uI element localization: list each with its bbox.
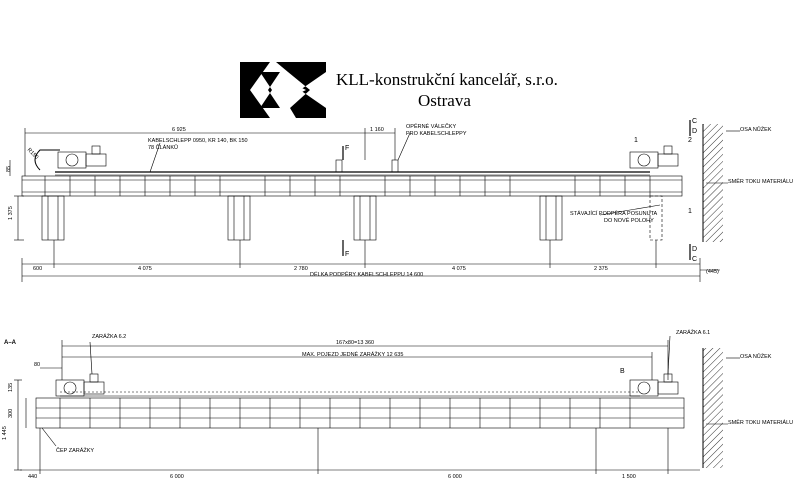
marker-B: B — [620, 368, 625, 375]
drive-unit-right-top — [629, 145, 679, 169]
label-opere-1: OPĚRNÉ VÁLEČKY — [406, 122, 456, 130]
dim-height: 1 375 — [8, 206, 14, 220]
label-kabel-1: KABELSCHLEPP 0950, KR 140, BK 150 — [148, 138, 248, 144]
section-D-top: D — [692, 128, 697, 135]
label-total-length: DÉLKA PODPĚRY KABELSCHLEPPU 14 600 — [310, 270, 423, 278]
label-osa-top: OSA NŮŽEK — [740, 125, 772, 133]
beam-stiffeners-top — [44, 176, 651, 196]
section-F-top: F — [345, 145, 349, 152]
dim-angle: R150 — [26, 147, 40, 161]
label-cep: ČEP ZARÁŽKY — [56, 446, 94, 454]
top-view-labels: 6 925 1 160 85 1 375 R150 KABELSCHLEPP 0… — [6, 118, 793, 278]
bottom-plan-view — [14, 335, 740, 474]
columns-top — [41, 195, 663, 241]
company-name: KLL-konstrukční kancelář, s.r.o. — [336, 70, 558, 89]
dim-max-travel: MAX. POJEZD JEDNÉ ZARÁŽKY 12 635 — [302, 350, 403, 358]
dim-main-span: 6 925 — [172, 127, 186, 133]
dim-135: 135 — [8, 383, 14, 392]
section-C-bottom: C — [692, 256, 697, 263]
wall-hatch-bottom — [703, 348, 723, 468]
stop-unit-right — [629, 373, 679, 397]
label-smer-bottom: SMĚR TOKU MATERIÁLU — [728, 418, 793, 426]
support-roller-2 — [391, 159, 399, 173]
section-F-bottom: F — [345, 251, 349, 258]
rail-teeth — [60, 391, 640, 397]
label-kabel-2: 78 ČLÁNKŮ — [148, 144, 178, 151]
marker-1-right: 1 — [688, 208, 692, 215]
label-opere-2: PRO KABELSCHLEPPY — [406, 131, 467, 137]
dim-bottom-2780: 2 780 — [294, 266, 308, 272]
dim-6000a: 6 000 — [170, 474, 184, 480]
dim-pitch: 167x80=13 360 — [336, 340, 374, 346]
dim-6000b: 6 000 — [448, 474, 462, 480]
dim-bottom-2375: 2 375 — [594, 266, 608, 272]
dim-bottom-4075a: 4 075 — [138, 266, 152, 272]
dim-right-445: (445) — [706, 269, 719, 275]
dim-440: 440 — [28, 474, 37, 480]
dim-bottom-4075b: 4 075 — [452, 266, 466, 272]
bottom-view-labels: A–A ZARÁŽKA 6.2 ZARÁŽKA 6.1 167x80=13 36… — [2, 328, 793, 480]
dim-left-85: 85 — [6, 166, 12, 172]
company-logo — [240, 62, 326, 118]
drive-unit-left-top — [57, 145, 107, 169]
marker-2-top: 2 — [688, 137, 692, 144]
dim-1445: 1 445 — [2, 426, 8, 440]
marker-1-top: 1 — [634, 137, 638, 144]
label-zarazka-62: ZARÁŽKA 6.2 — [92, 332, 126, 340]
dim-bottom-600: 600 — [33, 266, 42, 272]
section-label-aa: A–A — [4, 340, 17, 346]
top-elevation-view — [9, 120, 740, 282]
label-stav-2: DO NOVÉ POLOHY — [604, 217, 654, 224]
company-city: Ostrava — [418, 91, 471, 110]
support-roller-1 — [335, 159, 343, 173]
dim-300: 300 — [8, 409, 14, 418]
rail-segments — [59, 398, 631, 428]
dim-small-span: 1 160 — [370, 127, 384, 133]
section-D-bottom: D — [692, 246, 697, 253]
label-smer-top: SMĚR TOKU MATERIÁLU — [728, 177, 793, 185]
dim-1500: 1 500 — [622, 474, 636, 480]
dim-80: 80 — [34, 362, 40, 368]
stop-unit-left — [55, 373, 105, 397]
support-beam-top — [21, 175, 683, 197]
section-C-top: C — [692, 118, 697, 125]
label-osa-bottom: OSA NŮŽEK — [740, 352, 772, 360]
label-stav-1: STÁVAJÍCÍ PODPĚRA POSUNUTA — [570, 209, 658, 217]
label-zarazka-61: ZARÁŽKA 6.1 — [676, 328, 710, 336]
title-block: KLL-konstrukční kancelář, s.r.o. Ostrava — [240, 62, 580, 124]
